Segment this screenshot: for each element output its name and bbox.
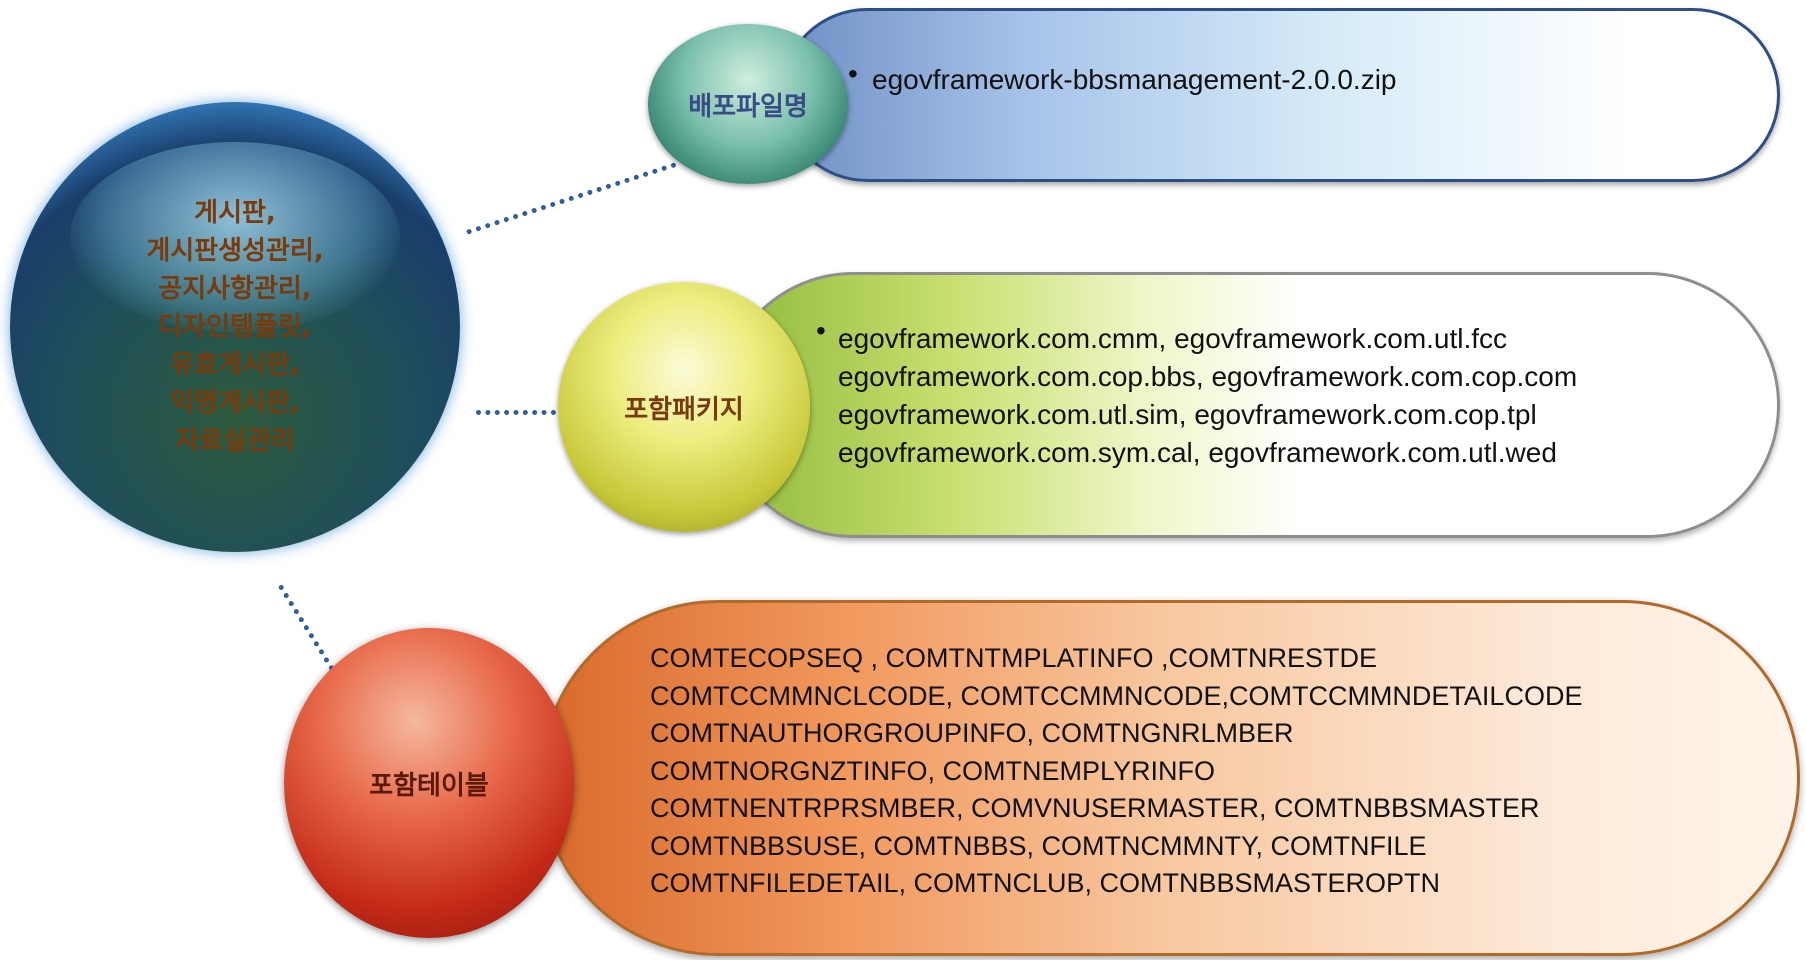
deploy-filename: • egovframework-bbsmanagement-2.0.0.zip: [848, 58, 1397, 96]
package-label-sphere: 포함패키지: [558, 282, 810, 532]
main-topic-sphere: 게시판, 게시판생성관리, 공지사항관리, 디자인템플릿, 유효게시판, 익명게…: [10, 102, 460, 552]
connector-package: [476, 410, 556, 415]
deploy-filename-value: egovframework-bbsmanagement-2.0.0.zip: [872, 64, 1397, 95]
table-line: COMTNAUTHORGROUPINFO, COMTNGNRLMBER: [650, 718, 1294, 748]
main-topic-line: 게시판,: [194, 198, 276, 228]
deploy-filename-box: [780, 8, 1780, 182]
bullet-icon: •: [816, 315, 826, 346]
table-label: 포함테이블: [369, 770, 489, 801]
main-topic-line: 디자인템플릿,: [158, 312, 312, 342]
deploy-label: 배포파일명: [688, 91, 808, 122]
package-line: egovframework.com.cop.bbs, egovframework…: [838, 361, 1578, 392]
table-line: COMTNFILEDETAIL, COMTNCLUB, COMTNBBSMAST…: [650, 868, 1441, 898]
table-line: COMTECOPSEQ , COMTNTMPLATINFO ,COMTNREST…: [650, 643, 1378, 673]
table-line: COMTNENTRPRSMBER, COMVNUSERMASTER, COMTN…: [650, 793, 1540, 823]
included-packages-box: [720, 272, 1780, 538]
package-line: egovframework.com.cmm, egovframework.com…: [838, 323, 1508, 354]
table-label-sphere: 포함테이블: [284, 628, 574, 938]
main-topic-line: 자료실관리: [175, 426, 295, 456]
table-list: COMTECOPSEQ , COMTNTMPLATINFO ,COMTNREST…: [650, 640, 1582, 903]
main-topic-line: 게시판생성관리,: [146, 236, 324, 266]
included-tables-box: [540, 600, 1800, 956]
table-line: COMTCCMMNCLCODE, COMTCCMMNCODE,COMTCCMMN…: [650, 680, 1583, 711]
bullet-icon: •: [848, 58, 858, 89]
main-topic-line: 익명게시판,: [170, 388, 300, 418]
package-list: • egovframework.com.cmm, egovframework.c…: [816, 315, 1578, 472]
connector-deploy: [466, 162, 677, 235]
table-line: COMTNBBSUSE, COMTNBBS, COMTNCMMNTY, COMT…: [650, 830, 1427, 861]
sphere-highlight: [70, 142, 400, 332]
main-topic-text: 게시판, 게시판생성관리, 공지사항관리, 디자인템플릿, 유효게시판, 익명게…: [146, 194, 323, 460]
package-line: egovframework.com.sym.cal, egovframework…: [838, 437, 1557, 468]
package-line: egovframework.com.utl.sim, egovframework…: [838, 399, 1537, 430]
deploy-label-sphere: 배포파일명: [648, 24, 848, 184]
package-label: 포함패키지: [624, 394, 744, 425]
main-topic-line: 유효게시판,: [170, 350, 300, 380]
connector-table: [277, 584, 335, 672]
table-line: COMTNORGNZTINFO, COMTNEMPLYRINFO: [650, 755, 1215, 786]
main-topic-line: 공지사항관리,: [158, 274, 312, 304]
